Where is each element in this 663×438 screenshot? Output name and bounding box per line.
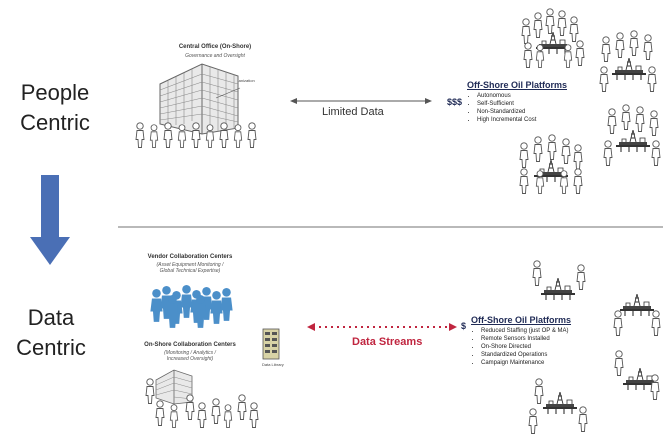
down-arrow-icon — [30, 175, 70, 265]
bottom-platforms-bullets: Reduced Staffing (just OP & MA) Remote S… — [470, 327, 569, 367]
onshore-building-icon — [155, 369, 193, 405]
people-centric-label: People Centric — [0, 78, 110, 138]
bullet-item: Reduced Staffing (just OP & MA) — [481, 327, 569, 335]
staffed-platform-4 — [528, 378, 588, 434]
office-callout: Organization — [232, 78, 255, 83]
data-library-label: Data Library — [262, 362, 284, 367]
bullet-item: Campaign Maintenance — [481, 359, 569, 367]
crowded-platform-2 — [599, 30, 657, 92]
bottom-platforms-title: Off-Shore Oil Platforms — [471, 315, 572, 325]
office-staff-group — [135, 122, 257, 148]
onshore-centers-title: On-Shore Collaboration Centers — [144, 342, 236, 348]
vendor-centers-title: Vendor Collaboration Centers — [147, 254, 233, 260]
bullet-item: Remote Sensors Installed — [481, 335, 569, 343]
onshore-staff-group — [145, 378, 259, 428]
crowded-platform-1 — [521, 8, 585, 68]
section-divider — [118, 226, 663, 228]
limited-data-label: Limited Data — [322, 106, 384, 118]
vendor-centers-subtitle-2: Global Technical Expertise) — [159, 268, 221, 274]
cost-high: $$$ — [447, 97, 463, 107]
bullet-item: High Incremental Cost — [477, 116, 536, 124]
data-library-icon — [262, 328, 280, 360]
data-centric-line1: Data — [27, 305, 75, 330]
vendor-crowd-icon — [150, 285, 233, 328]
people-centric-line2: Centric — [20, 110, 90, 135]
office-subtitle: Governance and Oversight — [185, 53, 245, 59]
office-title: Central Office (On-Shore) — [178, 44, 252, 50]
bullet-item: Autonomous — [477, 92, 536, 100]
cost-low: $ — [461, 321, 467, 331]
data-streams-label: Data Streams — [352, 336, 423, 348]
top-platforms-title: Off-Shore Oil Platforms — [467, 80, 568, 90]
onshore-centers-subtitle-1: (Monitoring / Analytics / — [164, 350, 216, 356]
data-centric-label: Data Centric — [0, 303, 106, 363]
crowded-platform-4 — [519, 134, 583, 194]
bullet-item: Standardized Operations — [481, 351, 569, 359]
office-building-icon — [159, 63, 241, 135]
data-streams-arrow — [307, 323, 457, 331]
people-centric-line1: People — [20, 80, 90, 105]
limited-data-arrow — [290, 98, 432, 104]
onshore-centers-subtitle-2: Increased Oversight) — [166, 356, 214, 362]
bullet-item: Self-Sufficient — [477, 100, 536, 108]
staffed-platform-3 — [614, 350, 660, 400]
vendor-centers-subtitle-1: (Asset Equipment Monitoring / — [156, 262, 224, 268]
crowded-platform-3 — [603, 104, 661, 166]
bullet-item: Non-Standardized — [477, 108, 536, 116]
data-centric-line2: Centric — [16, 335, 86, 360]
staffed-platform-2 — [613, 294, 661, 336]
top-platforms-bullets: Autonomous Self-Sufficient Non-Standardi… — [466, 92, 536, 124]
bullet-item: On-Shore Directed — [481, 343, 569, 351]
staffed-platform-1 — [532, 260, 586, 300]
